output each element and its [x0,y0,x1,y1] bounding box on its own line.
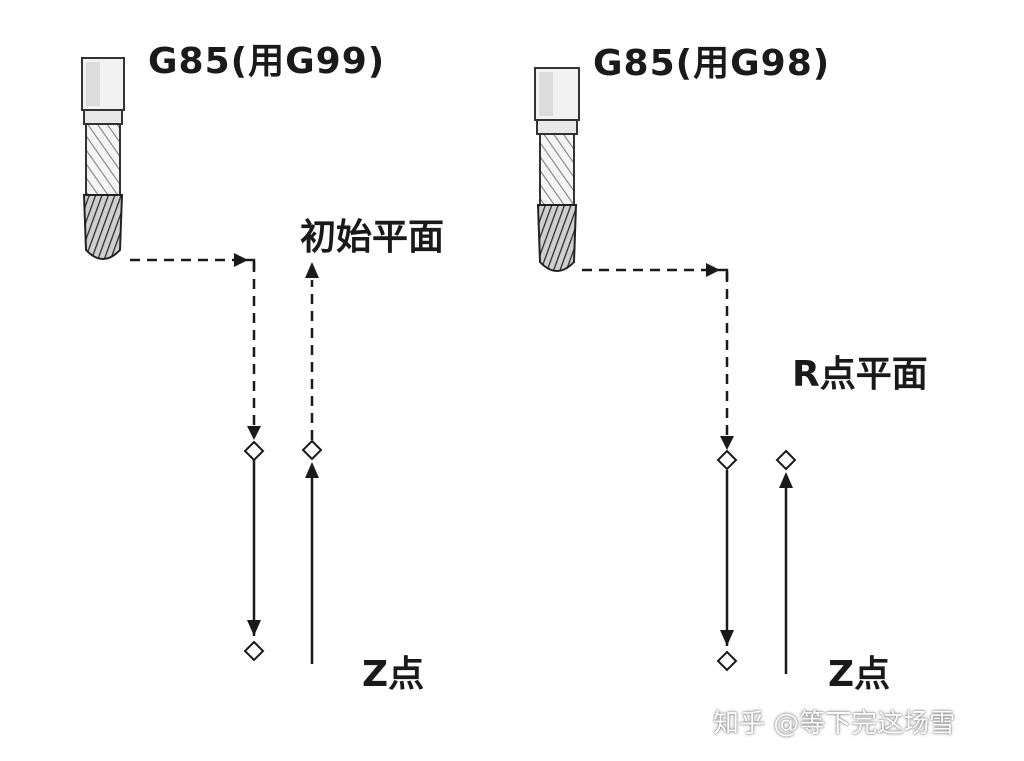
right-arrow-down-lower [720,630,734,646]
left-arrow-down-upper [247,426,261,440]
right-title: G85(用G98) [593,43,831,84]
right-r-point-marker [716,449,738,471]
right-corner [712,268,729,280]
left-z-point-marker [243,640,265,662]
tool-right-icon [534,67,580,272]
right-rapid-approach [582,268,729,436]
watermark: 知乎 @等下完这场雪 [713,709,956,739]
left-r-point-marker [243,440,265,462]
right-arrow-down-upper [720,436,734,450]
right-z-point-label: Z点 [828,654,891,695]
left-z-point-label: Z点 [362,654,425,695]
right-retract-marker [775,449,797,471]
initial-plane-label: 初始平面 [300,217,445,258]
right-z-point-marker [716,650,738,672]
left-arrow-up-upper [305,262,319,278]
left-title: G85(用G99) [148,41,386,82]
right-arrow-up [779,472,793,488]
left-rapid-approach [130,258,256,428]
left-arrow-up-lower [305,462,319,478]
left-corner [240,258,256,270]
left-arrow-down-lower [247,620,261,636]
left-retract-marker [301,439,323,461]
r-point-plane-label: R点平面 [792,354,928,395]
tool-left-icon [81,57,125,260]
